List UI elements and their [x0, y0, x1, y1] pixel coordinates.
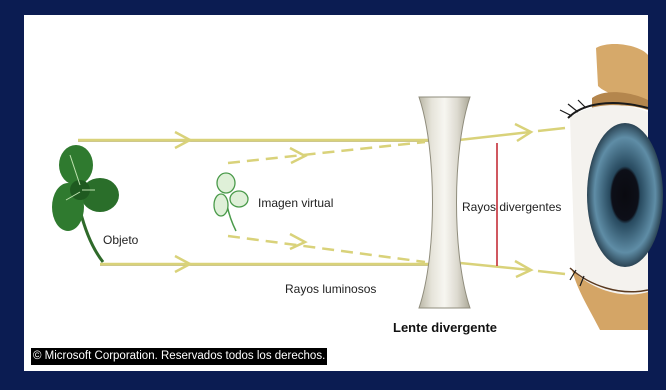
label-rayos-divergentes: Rayos divergentes [462, 200, 561, 214]
label-lente-divergente: Lente divergente [393, 320, 497, 335]
label-imagen-virtual: Imagen virtual [258, 196, 333, 210]
copyright-notice: © Microsoft Corporation. Reservados todo… [31, 348, 327, 365]
label-rayos-luminosos: Rayos luminosos [285, 282, 376, 296]
label-objeto: Objeto [103, 233, 139, 247]
